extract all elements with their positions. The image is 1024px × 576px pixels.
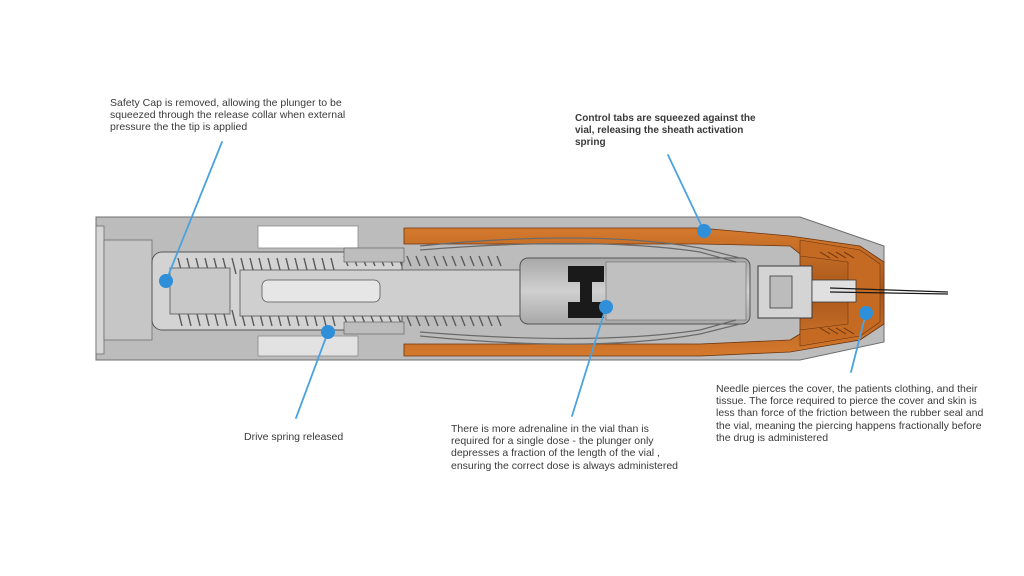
dot-control-tabs <box>697 224 711 238</box>
dot-drive-spring <box>321 325 335 339</box>
spring-coil <box>496 255 502 267</box>
spring-coil <box>487 315 493 327</box>
leader-adrenaline <box>571 306 607 417</box>
orange-sheath <box>403 227 885 357</box>
leader-safety-cap <box>165 141 223 282</box>
spring-coil <box>460 255 466 267</box>
spring-coil <box>415 255 421 267</box>
spring-coil <box>424 315 430 327</box>
dot-safety-cap <box>159 274 173 288</box>
leader-drive-spring <box>295 331 329 419</box>
needle-hub <box>757 251 857 335</box>
spring-coil <box>442 315 448 327</box>
spring-coil <box>406 255 412 267</box>
spring-coil <box>451 315 457 327</box>
spring-coil <box>487 255 493 267</box>
needle-annotation: Needle pierces the cover, the patients c… <box>716 383 984 444</box>
spring-coil <box>415 315 421 327</box>
spring-coil <box>231 309 237 327</box>
safety-cap-annotation: Safety Cap is removed, allowing the plun… <box>110 97 346 134</box>
leader-lines <box>165 141 867 419</box>
plunger-rod <box>169 247 571 335</box>
spring-coil <box>469 315 475 327</box>
spring-coil <box>231 257 237 275</box>
spring-coil <box>433 315 439 327</box>
control-tabs-annotation: Control tabs are squeezed against the vi… <box>575 113 756 149</box>
leader-control-tabs <box>667 154 705 232</box>
spring-coil <box>406 315 412 327</box>
spring-coil <box>460 315 466 327</box>
drive-spring-annotation: Drive spring released <box>244 431 344 443</box>
adrenaline-annotation: There is more adrenaline in the vial tha… <box>451 423 679 472</box>
spring-coil <box>451 255 457 267</box>
spring-coil <box>478 315 484 327</box>
dot-needle <box>859 306 873 320</box>
needle <box>829 287 949 295</box>
spring-coil <box>478 255 484 267</box>
control-tab-springs <box>419 237 741 345</box>
spring-coil <box>433 255 439 267</box>
spring-coil <box>496 315 502 327</box>
vial <box>519 257 751 325</box>
leader-needle <box>850 312 867 373</box>
callout-dots <box>159 224 873 339</box>
spring-coil <box>424 255 430 267</box>
spring-coil <box>469 255 475 267</box>
rubber-seal <box>568 266 604 318</box>
dot-adrenaline <box>599 300 613 314</box>
spring-coil <box>442 255 448 267</box>
